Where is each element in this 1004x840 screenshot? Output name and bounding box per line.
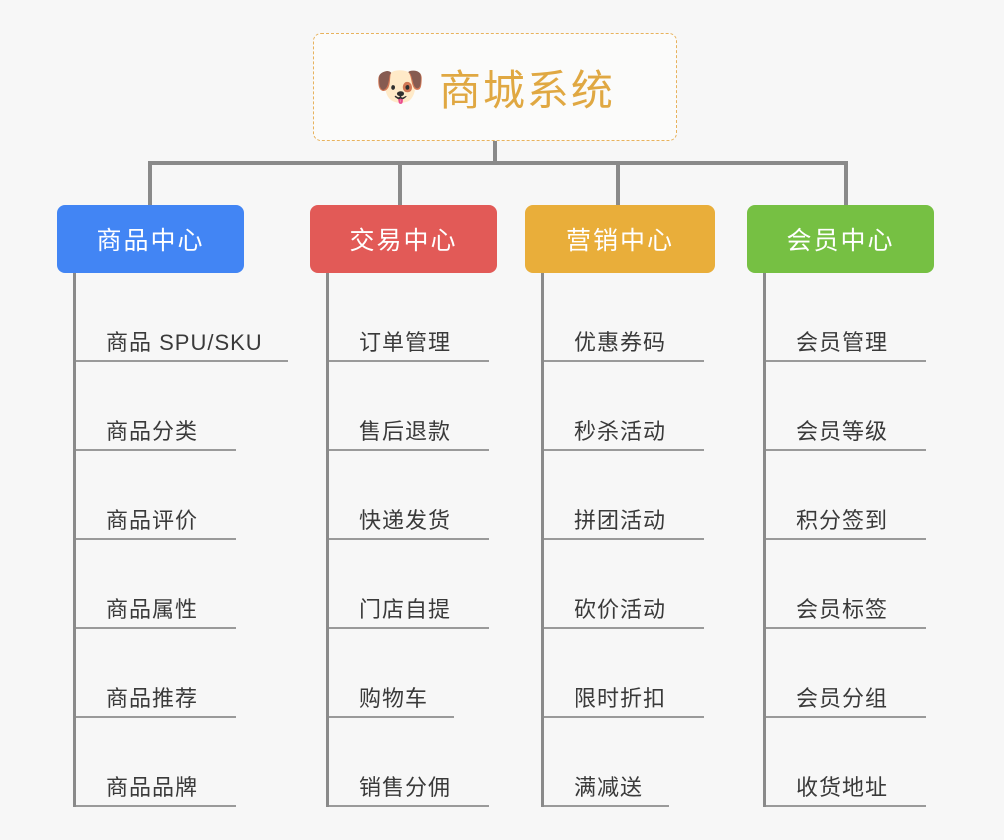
leaf-label: 商品评价 <box>106 508 199 533</box>
leaf-underline <box>329 627 489 629</box>
leaf-label: 商品推荐 <box>106 686 199 711</box>
category-label: 营销中心 <box>565 227 674 255</box>
leaf-item[interactable]: 商品分类 <box>76 362 272 451</box>
leaf-label: 商品品牌 <box>106 775 199 800</box>
leaf-list-member-center: 会员管理 会员等级 积分签到 会员标签 会员分组 收货地址 <box>763 273 962 807</box>
leaf-item[interactable]: 会员管理 <box>766 273 962 362</box>
shiba-dog-emoji-icon: 🐶 <box>375 65 425 109</box>
leaf-underline <box>544 360 704 362</box>
leaf-label: 会员等级 <box>796 419 889 444</box>
leaf-item[interactable]: 秒杀活动 <box>544 362 740 451</box>
leaf-underline <box>329 360 489 362</box>
leaf-label: 秒杀活动 <box>574 419 667 444</box>
leaf-label: 门店自提 <box>359 597 452 622</box>
root-title: 商城系统 <box>438 66 615 114</box>
leaf-label: 购物车 <box>359 686 429 711</box>
leaf-underline <box>329 805 489 807</box>
branch-member-center: 会员中心 会员管理 会员等级 积分签到 会员标签 会员分组 <box>747 205 962 807</box>
leaf-underline <box>76 538 236 540</box>
leaf-item[interactable]: 收货地址 <box>766 718 962 807</box>
leaf-item[interactable]: 快递发货 <box>329 451 525 540</box>
leaf-item[interactable]: 购物车 <box>329 629 525 718</box>
leaf-item[interactable]: 订单管理 <box>329 273 525 362</box>
category-label: 交易中心 <box>349 227 458 255</box>
category-box-product-center[interactable]: 商品中心 <box>57 205 244 273</box>
leaf-item[interactable]: 售后退款 <box>329 362 525 451</box>
leaf-underline <box>766 716 926 718</box>
category-box-member-center[interactable]: 会员中心 <box>747 205 934 273</box>
leaf-item[interactable]: 限时折扣 <box>544 629 740 718</box>
leaf-list-trade-center: 订单管理 售后退款 快递发货 门店自提 购物车 销售分佣 <box>326 273 525 807</box>
leaf-underline <box>766 805 926 807</box>
leaf-item[interactable]: 销售分佣 <box>329 718 525 807</box>
leaf-item[interactable]: 优惠券码 <box>544 273 740 362</box>
leaf-item[interactable]: 积分签到 <box>766 451 962 540</box>
root-node[interactable]: 🐶 商城系统 <box>313 33 677 141</box>
leaf-label: 优惠券码 <box>574 330 667 355</box>
leaf-underline <box>544 716 704 718</box>
leaf-underline <box>329 449 489 451</box>
category-box-marketing-center[interactable]: 营销中心 <box>525 205 715 273</box>
leaf-item[interactable]: 商品评价 <box>76 451 272 540</box>
branch-product-center: 商品中心 商品 SPU/SKU 商品分类 商品评价 商品属性 商品推荐 <box>57 205 288 807</box>
leaf-underline <box>766 449 926 451</box>
leaf-underline <box>329 538 489 540</box>
leaf-label: 积分签到 <box>796 508 889 533</box>
leaf-underline <box>76 360 288 362</box>
leaf-list-product-center: 商品 SPU/SKU 商品分类 商品评价 商品属性 商品推荐 商品品牌 <box>73 273 288 807</box>
category-box-trade-center[interactable]: 交易中心 <box>310 205 497 273</box>
leaf-underline <box>766 360 926 362</box>
leaf-label: 砍价活动 <box>574 597 667 622</box>
leaf-underline <box>329 716 454 718</box>
connector-drop-marketing-center <box>616 161 620 207</box>
leaf-underline <box>76 805 236 807</box>
leaf-label: 收货地址 <box>796 775 889 800</box>
connector-drop-trade-center <box>398 161 402 207</box>
connector-root-stem <box>493 141 497 164</box>
leaf-item[interactable]: 满减送 <box>544 718 740 807</box>
leaf-label: 满减送 <box>574 775 644 800</box>
leaf-item[interactable]: 商品品牌 <box>76 718 272 807</box>
leaf-underline <box>544 805 669 807</box>
leaf-label: 商品属性 <box>106 597 199 622</box>
connector-drop-product-center <box>148 161 152 207</box>
branch-trade-center: 交易中心 订单管理 售后退款 快递发货 门店自提 购物车 <box>310 205 525 807</box>
leaf-item[interactable]: 会员标签 <box>766 540 962 629</box>
leaf-label: 售后退款 <box>359 419 452 444</box>
leaf-underline <box>76 716 236 718</box>
leaf-item[interactable]: 拼团活动 <box>544 451 740 540</box>
leaf-underline <box>76 627 236 629</box>
leaf-label: 会员管理 <box>796 330 889 355</box>
leaf-item[interactable]: 砍价活动 <box>544 540 740 629</box>
leaf-list-marketing-center: 优惠券码 秒杀活动 拼团活动 砍价活动 限时折扣 满减送 <box>541 273 740 807</box>
leaf-underline <box>76 449 236 451</box>
branch-marketing-center: 营销中心 优惠券码 秒杀活动 拼团活动 砍价活动 限时折扣 <box>525 205 740 807</box>
leaf-item[interactable]: 商品推荐 <box>76 629 272 718</box>
leaf-label: 快递发货 <box>359 508 452 533</box>
leaf-item[interactable]: 门店自提 <box>329 540 525 629</box>
leaf-item[interactable]: 会员等级 <box>766 362 962 451</box>
leaf-label: 商品分类 <box>106 419 199 444</box>
leaf-item[interactable]: 商品属性 <box>76 540 272 629</box>
leaf-underline <box>544 449 704 451</box>
leaf-label: 会员分组 <box>796 686 889 711</box>
connector-horizontal-bar <box>148 161 848 165</box>
leaf-underline <box>544 538 704 540</box>
leaf-label: 销售分佣 <box>359 775 452 800</box>
leaf-label: 商品 SPU/SKU <box>106 330 263 355</box>
leaf-label: 会员标签 <box>796 597 889 622</box>
leaf-item[interactable]: 商品 SPU/SKU <box>76 273 288 362</box>
leaf-underline <box>766 627 926 629</box>
category-label: 商品中心 <box>96 227 205 255</box>
leaf-label: 限时折扣 <box>574 686 667 711</box>
category-label: 会员中心 <box>786 227 895 255</box>
leaf-item[interactable]: 会员分组 <box>766 629 962 718</box>
leaf-underline <box>544 627 704 629</box>
leaf-label: 拼团活动 <box>574 508 667 533</box>
connector-drop-member-center <box>844 161 848 207</box>
leaf-underline <box>766 538 926 540</box>
leaf-label: 订单管理 <box>359 330 452 355</box>
